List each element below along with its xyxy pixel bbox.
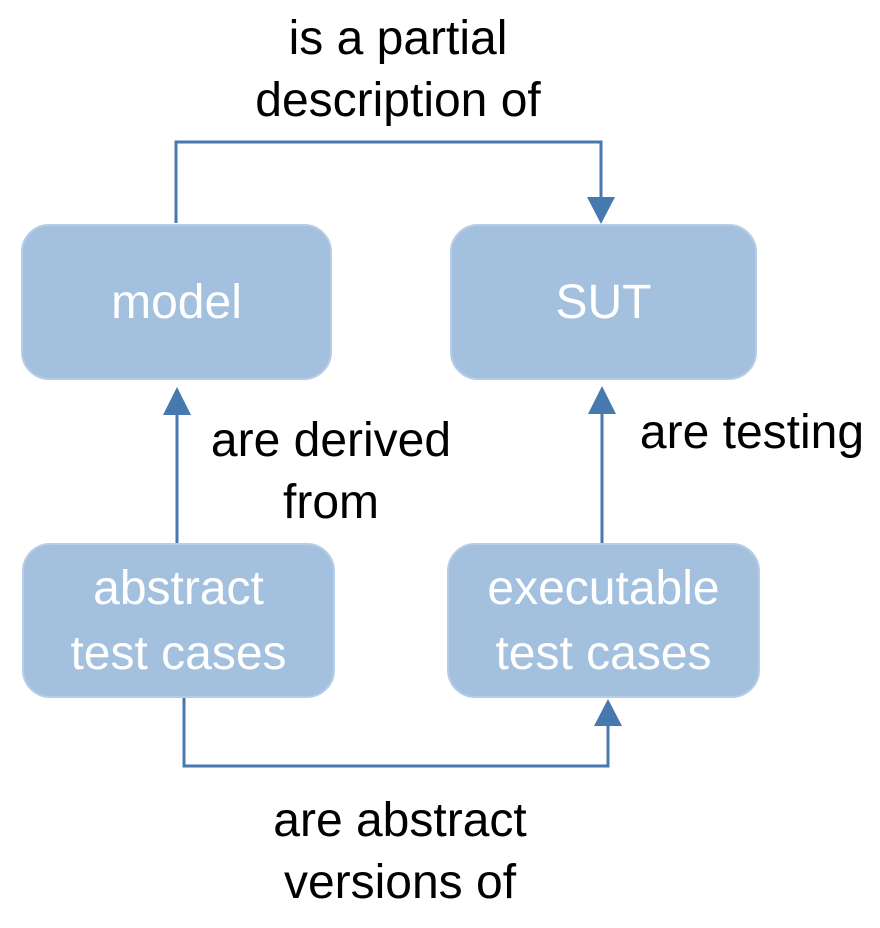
edge-model-to-sut-line [174, 140, 603, 223]
node-abstract-test-cases: abstract test cases [22, 543, 335, 698]
edge-label-model-to-sut: is a partial description of [255, 12, 541, 127]
edge-abstract-to-executable-line [182, 698, 610, 768]
edge-label-abstract-to-executable: are abstract versions of [273, 794, 527, 909]
node-executable-test-cases: executable test cases [447, 543, 760, 698]
arrowhead-up-icon [594, 699, 622, 726]
arrowhead-up-icon [588, 386, 616, 414]
node-sut: SUT [450, 224, 757, 380]
edge-label-executable-to-sut: are testing [639, 406, 865, 459]
edge-label-abstract-to-model: are derived from [210, 414, 452, 529]
node-abstract-test-cases-label: abstract test cases [70, 561, 287, 680]
node-executable-test-cases-label: executable test cases [487, 561, 720, 680]
node-model-label: model [111, 275, 242, 329]
node-sut-label: SUT [555, 275, 652, 329]
node-model: model [21, 224, 332, 380]
arrowhead-down-icon [587, 197, 615, 224]
